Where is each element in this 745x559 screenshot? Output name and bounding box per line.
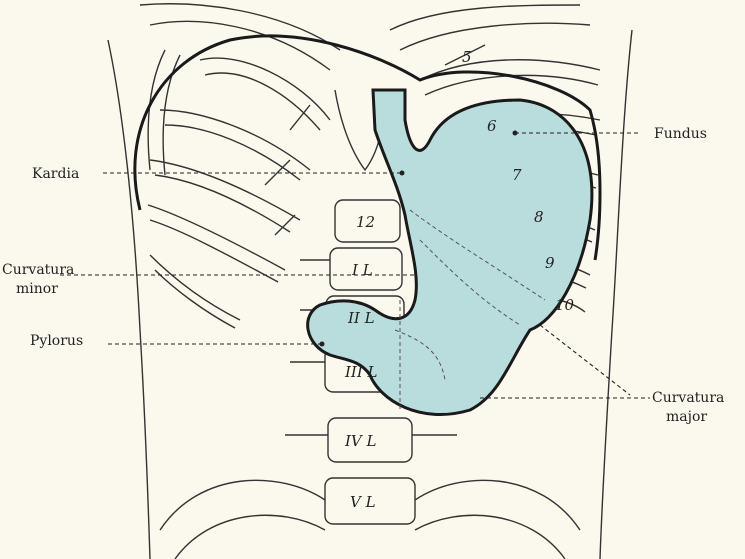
rib-number-7: 7 [512,166,522,184]
curvatura-major-leader-1 [540,325,630,395]
left-ribs [140,4,340,328]
label-curvatura-major-2: major [666,409,707,425]
vertebra-12: 12 [356,213,375,231]
rib-number-8: 8 [534,208,544,226]
label-curvatura-minor-2: minor [16,281,58,297]
label-pylorus: Pylorus [30,333,83,349]
label-curvatura-major-1: Curvatura [652,390,724,406]
rib-number-6: 6 [487,117,497,135]
vertebra-1l: I L [351,261,373,279]
vertebra-2l: II L [347,309,375,327]
vertebra-5l: V L [350,493,376,511]
label-kardia: Kardia [32,166,79,182]
vertebra-3l: III L [344,363,378,381]
torso-right-outline [600,30,632,559]
rib-number-9: 9 [545,254,555,272]
label-curvatura-minor-1: Curvatura [2,262,74,278]
kardia-dot [400,171,405,176]
pylorus-dot [320,342,325,347]
fundus-dot [513,131,518,136]
rib-number-5: 5 [462,48,472,66]
label-fundus: Fundus [654,126,707,142]
rib-number-10: 10 [555,296,575,314]
vertebra-4l: IV L [344,432,377,450]
